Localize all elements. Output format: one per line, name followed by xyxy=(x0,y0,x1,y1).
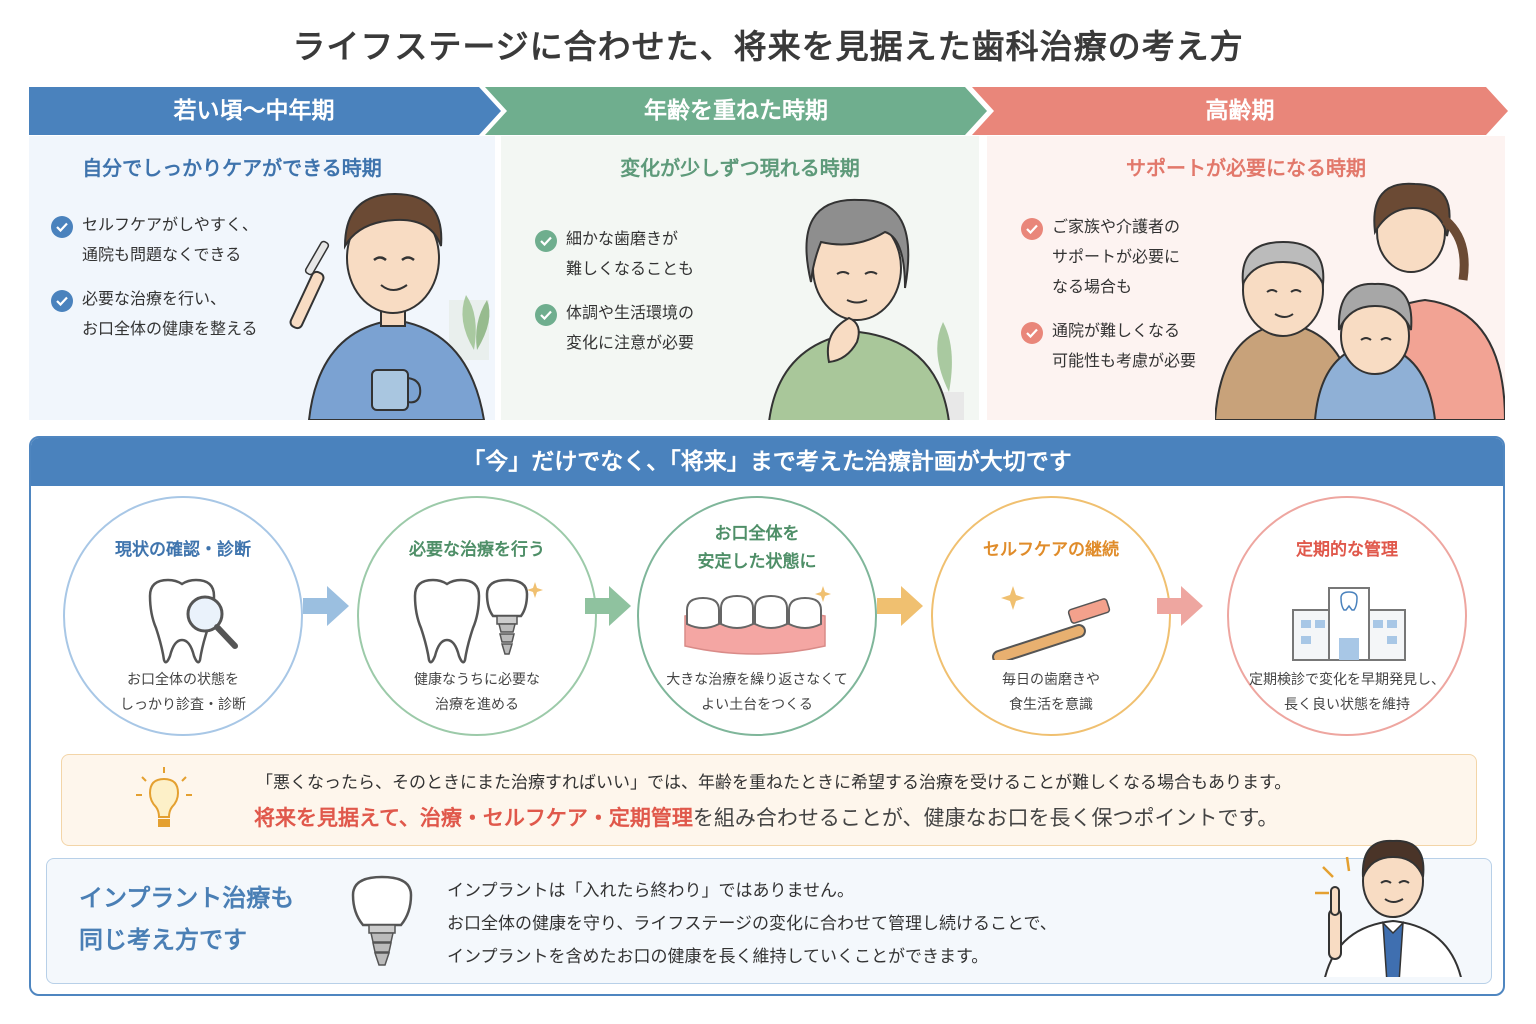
stage-subtitle: サポートが必要になる時期 xyxy=(1126,156,1366,180)
tooth-implant-icon xyxy=(413,578,543,664)
arrow-right-icon xyxy=(585,586,631,626)
bullet-item: 細かな歯磨きが 難しくなることも xyxy=(535,228,694,284)
stage-subtitle: 自分でしっかりケアができる時期 xyxy=(82,156,382,180)
stage-banner-young: 若い頃〜中年期 xyxy=(29,87,501,135)
check-icon xyxy=(51,216,73,238)
step-diagnosis: 現状の確認・診断 お口全体の状態を しっかり診査・診断 xyxy=(63,496,303,736)
stage-panel-young: 自分でしっかりケアができる時期 セルフケアがしやすく、 通院も問題なくできる 必… xyxy=(29,136,495,420)
implant-note: インプラント治療も 同じ考え方です インプラントは「入れたら終わり」ではありませ… xyxy=(46,839,1492,984)
stage-banner-middle: 年齢を重ねた時期 xyxy=(485,87,987,135)
stage-panel-middle: 変化が少しずつ現れる時期 細かな歯磨きが 難しくなることも 体調や生活環境の 変… xyxy=(501,136,979,420)
check-icon xyxy=(51,290,73,312)
implant-icon xyxy=(351,875,413,966)
plan-header: 「今」だけでなく、「将来」まで考えた治療計画が大切です xyxy=(31,438,1503,486)
arrow-right-icon xyxy=(877,586,923,626)
toothbrush-icon xyxy=(992,586,1111,660)
check-icon xyxy=(1021,218,1043,240)
teeth-row-icon xyxy=(684,586,831,655)
arrow-right-icon xyxy=(1157,586,1203,626)
stage-banner-elderly: 高齢期 xyxy=(972,87,1508,135)
bullet-item: ご家族や介護者の サポートが必要に なる場合も xyxy=(1021,216,1196,302)
page-title: ライフステージに合わせた、将来を見据えた歯科治療の考え方 xyxy=(292,27,1244,66)
implant-body: インプラントは「入れたら終わり」ではありません。 お口全体の健康を守り、ライフス… xyxy=(447,881,1057,967)
step-stabilize: お口全体を 安定した状態に 大きな治療を繰り返さなくて よい土台をつくる xyxy=(637,496,877,736)
check-icon xyxy=(535,230,557,252)
check-icon xyxy=(535,304,557,326)
advice-notice: 「悪くなったら、そのときにまた治療すればいい」では、年齢を重ねたときに希望する治… xyxy=(61,754,1477,846)
step-selfcare: セルフケアの継続 毎日の歯磨きや 食生活を意識 xyxy=(931,496,1171,736)
stage-subtitle: 変化が少しずつ現れる時期 xyxy=(620,156,860,180)
check-icon xyxy=(1021,322,1043,344)
tooth-magnifier-icon xyxy=(148,578,238,664)
notice-line1: 「悪くなったら、そのときにまた治療すればいい」では、年齢を重ねたときに希望する治… xyxy=(256,773,1292,793)
bullet-item: セルフケアがしやすく、 通院も問題なくできる xyxy=(51,214,258,270)
bullet-item: 必要な治療を行い、 お口全体の健康を整える xyxy=(51,288,258,344)
implant-title: インプラント治療も 同じ考え方です xyxy=(79,884,295,954)
bullet-item: 体調や生活環境の 変化に注意が必要 xyxy=(535,302,694,358)
treatment-plan-section: 「今」だけでなく、「将来」まで考えた治療計画が大切です 現状の確認・診断 お口全… xyxy=(29,436,1505,996)
elderly-family-illustration xyxy=(1215,182,1505,420)
step-treatment: 必要な治療を行う 健康なうちに必要な 治療を進める xyxy=(357,496,597,736)
step-regular-management: 定期的な管理 定期検診で変化を早期発見し、 長く良い状態を維持 xyxy=(1227,496,1467,736)
lightbulb-icon xyxy=(136,767,192,827)
young-man-illustration xyxy=(289,192,490,420)
notice-line2: 将来を見据えて、治療・セルフケア・定期管理を組み合わせることが、健康なお口を長く… xyxy=(254,806,1279,830)
arrow-right-icon xyxy=(303,586,349,626)
dental-clinic-icon xyxy=(1292,587,1406,661)
dentist-illustration xyxy=(1315,839,1462,977)
middle-aged-woman-illustration xyxy=(768,198,964,420)
bullet-item: 通院が難しくなる 可能性も考慮が必要 xyxy=(1021,320,1196,376)
stage-panel-elderly: サポートが必要になる時期 ご家族や介護者の サポートが必要に なる場合も 通院が… xyxy=(987,136,1505,420)
